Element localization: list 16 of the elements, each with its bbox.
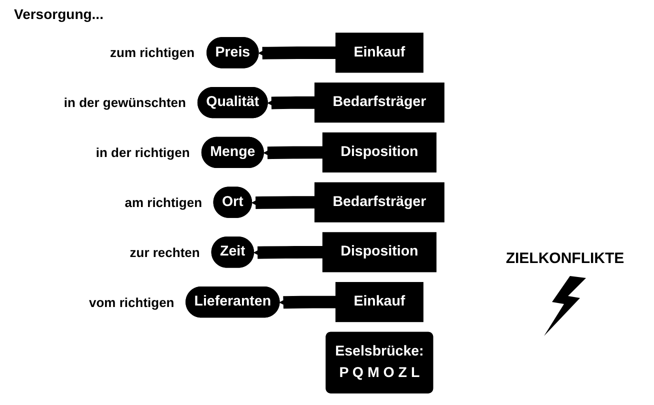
node-box: Disposition bbox=[322, 132, 436, 172]
diagram-title: Versorgung... bbox=[14, 6, 104, 22]
node-box: Bedarfsträger bbox=[314, 82, 444, 123]
arrow bbox=[258, 46, 336, 60]
node-box: Bedarfsträger bbox=[314, 182, 444, 222]
node-box: Disposition bbox=[322, 232, 436, 272]
row-label: vom richtigen bbox=[89, 294, 174, 310]
node-box: Einkauf bbox=[335, 32, 424, 73]
row-label: in der richtigen bbox=[96, 144, 190, 160]
row-label: zum richtigen bbox=[110, 45, 195, 60]
node-box: Einkauf bbox=[335, 282, 424, 322]
row-label: in der gewünschten bbox=[64, 95, 186, 110]
arrow bbox=[279, 296, 336, 309]
row-label: am richtigen bbox=[124, 194, 202, 210]
row-label: zur rechten bbox=[130, 244, 200, 260]
note-text: ZIELKONFLIKTE bbox=[506, 250, 624, 267]
